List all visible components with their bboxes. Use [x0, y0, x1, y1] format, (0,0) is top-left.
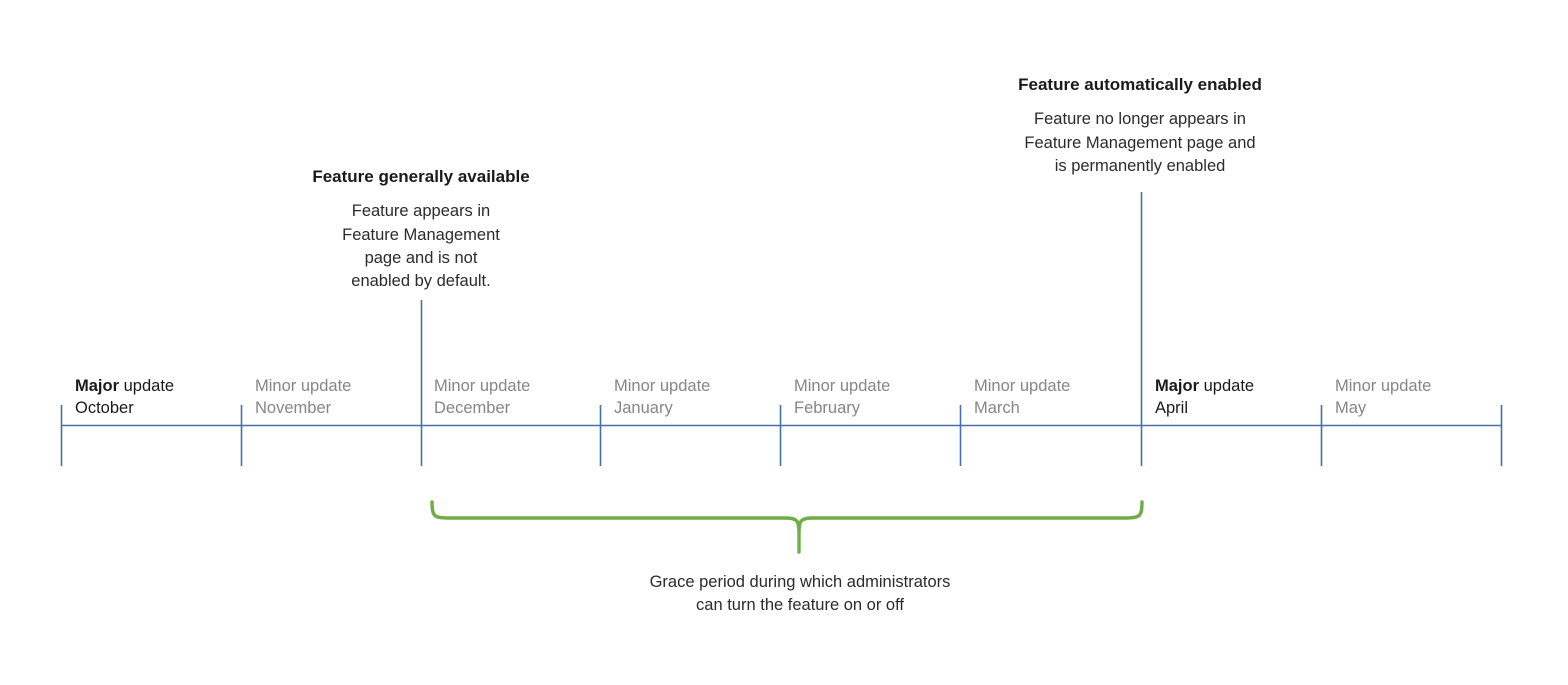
callout-body-line: Feature Management [342, 225, 500, 244]
grace-period-caption-line: can turn the feature on or off [696, 596, 904, 615]
milestone-november-month: November [255, 398, 332, 417]
callout-body-line: page and is not [364, 248, 478, 267]
milestone-december: Minor update December [434, 376, 606, 420]
milestone-april-month: April [1155, 398, 1189, 417]
milestone-kind-word: Minor [434, 377, 476, 395]
milestone-april: Major update April [1155, 376, 1327, 420]
callout-body-line: is permanently enabled [1054, 156, 1226, 175]
callout-generally-available: Feature generally available Feature appe… [271, 166, 571, 294]
milestone-november: Minor update November [255, 376, 427, 420]
callout-body-line: Feature no longer appears in [1034, 110, 1246, 129]
milestone-march: Minor update March [974, 376, 1146, 420]
callout-automatically-enabled: Feature automatically enabled Feature no… [980, 74, 1300, 178]
milestone-kind-word: Minor [794, 377, 836, 395]
milestone-may-month: May [1335, 398, 1367, 417]
milestone-november-kind: Minor update [255, 376, 427, 398]
milestone-february-month: February [794, 398, 861, 417]
milestone-kind-word: Minor [255, 377, 297, 395]
milestone-update-word: update [123, 377, 175, 395]
milestone-february: Minor update February [794, 376, 966, 420]
callout-generally-available-title: Feature generally available [312, 167, 530, 186]
milestone-january-kind: Minor update [614, 376, 786, 398]
milestone-march-month: March [974, 398, 1020, 417]
milestone-update-word: update [1380, 377, 1432, 395]
milestone-kind-word: Major [1155, 377, 1200, 395]
callout-automatically-enabled-body: Feature no longer appears in Feature Man… [980, 108, 1300, 178]
milestone-kind-word: Minor [614, 377, 656, 395]
callout-body-line: enabled by default. [351, 272, 491, 291]
milestone-april-kind: Major update [1155, 376, 1327, 398]
milestone-may-kind: Minor update [1335, 376, 1507, 398]
milestone-october-kind: Major update [75, 376, 247, 398]
callout-body-line: Feature appears in [351, 202, 491, 221]
timeline-ticks [60, 405, 1503, 466]
grace-period-caption: Grace period during which administrators… [600, 571, 1000, 617]
milestone-update-word: update [1019, 377, 1071, 395]
grace-period-brace [430, 500, 1144, 554]
callout-automatically-enabled-title: Feature automatically enabled [1018, 75, 1262, 94]
milestone-january-month: January [614, 398, 673, 417]
milestone-december-kind: Minor update [434, 376, 606, 398]
milestone-update-word: update [300, 377, 352, 395]
milestone-kind-word: Minor [974, 377, 1016, 395]
milestone-march-kind: Minor update [974, 376, 1146, 398]
milestone-february-kind: Minor update [794, 376, 966, 398]
milestone-update-word: update [1203, 377, 1255, 395]
milestone-kind-word: Major [75, 377, 120, 395]
callout-generally-available-body: Feature appears in Feature Management pa… [271, 200, 571, 294]
milestone-update-word: update [479, 377, 531, 395]
milestone-kind-word: Minor [1335, 377, 1377, 395]
milestone-december-month: December [434, 398, 511, 417]
milestone-january: Minor update January [614, 376, 786, 420]
milestone-update-word: update [839, 377, 891, 395]
grace-period-caption-line: Grace period during which administrators [649, 573, 951, 591]
callout-body-line: Feature Management page and [1024, 133, 1256, 152]
milestone-update-word: update [659, 377, 711, 395]
milestone-october: Major update October [75, 376, 247, 420]
milestone-may: Minor update May [1335, 376, 1507, 420]
milestone-october-month: October [75, 398, 134, 417]
